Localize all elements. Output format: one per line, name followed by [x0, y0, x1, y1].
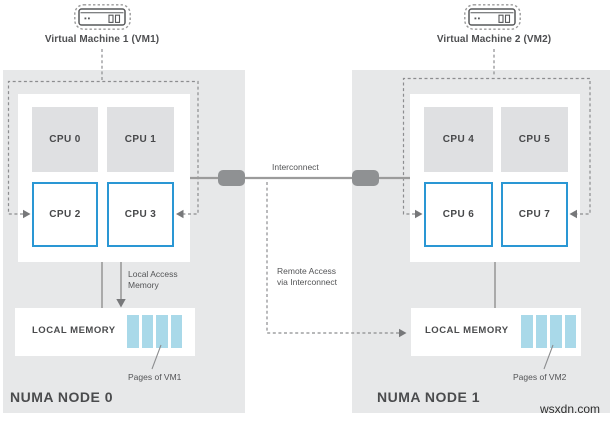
cpu-4-box: CPU 4	[424, 107, 493, 172]
cpu-7-box: CPU 7	[501, 182, 568, 247]
vm1-server-icon	[74, 4, 131, 30]
cpu-4-label: CPU 4	[442, 134, 475, 145]
vm1-label: Virtual Machine 1 (VM1)	[44, 34, 160, 45]
cpu-7-label: CPU 7	[518, 209, 551, 220]
cpu-6-box: CPU 6	[424, 182, 493, 247]
cpu-2-box: CPU 2	[32, 182, 98, 247]
numa-node-1-title: NUMA NODE 1	[377, 389, 480, 405]
node1-local-memory-label: LOCAL MEMORY	[425, 325, 509, 336]
node1-memory-page	[564, 315, 576, 348]
cpu-0-label: CPU 0	[49, 134, 81, 145]
local-access-label: Local Access Memory	[128, 269, 178, 290]
cpu-5-label: CPU 5	[518, 134, 551, 145]
cpu-5-box: CPU 5	[501, 107, 568, 172]
cpu-3-label: CPU 3	[124, 209, 157, 220]
numa-node-0-title: NUMA NODE 0	[10, 389, 113, 405]
node0-local-memory-box: LOCAL MEMORY	[15, 308, 195, 356]
vm2-label: Virtual Machine 2 (VM2)	[436, 34, 552, 45]
watermark: wsxdn.com	[540, 402, 601, 416]
node0-memory-page	[156, 315, 168, 348]
cpu-2-label: CPU 2	[49, 209, 81, 220]
node0-memory-page	[141, 315, 153, 348]
node1-memory-page	[521, 315, 533, 348]
node0-memory-page	[170, 315, 182, 348]
vm2-server-icon	[464, 4, 521, 30]
cpu-1-label: CPU 1	[124, 134, 157, 145]
node0-pages-label: Pages of VM1	[128, 372, 182, 382]
node0-local-memory-label: LOCAL MEMORY	[32, 325, 116, 336]
remote-access-label: Remote Access via Interconnect	[277, 266, 338, 287]
cpu-0-box: CPU 0	[32, 107, 98, 172]
node1-memory-page	[550, 315, 562, 348]
cpu-6-label: CPU 6	[442, 209, 475, 220]
node1-local-memory-box: LOCAL MEMORY	[411, 308, 581, 356]
node0-memory-page	[127, 315, 139, 348]
cpu-3-box: CPU 3	[107, 182, 174, 247]
node1-pages-label: Pages of VM2	[513, 372, 567, 382]
node1-memory-page	[535, 315, 547, 348]
cpu-1-box: CPU 1	[107, 107, 174, 172]
interconnect-label: Interconnect	[272, 162, 319, 172]
